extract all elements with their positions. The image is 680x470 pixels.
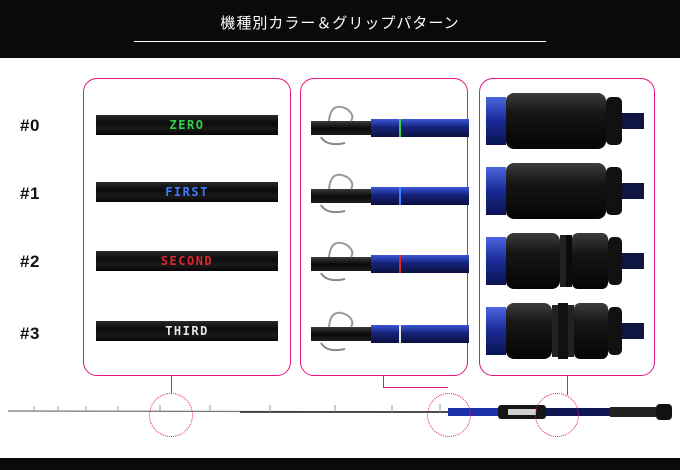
connector-line-guides-v — [383, 376, 385, 387]
connector-line-grips — [567, 376, 569, 395]
grip-pattern-panel — [479, 78, 655, 376]
highlight-circle-guides — [427, 393, 471, 437]
row-label-3: #3 — [20, 324, 40, 343]
row-label-0: #0 — [20, 116, 40, 135]
blank-0: ZERO — [96, 115, 278, 135]
page-title: 機種別カラー＆グリップパターン — [220, 15, 460, 32]
connector-line-guides-h — [383, 387, 448, 389]
model-name-2: SECOND — [160, 254, 214, 268]
guide-illustrations — [311, 105, 469, 352]
blank-2: SECOND — [96, 251, 278, 271]
grip-illustrations — [486, 93, 644, 359]
blank-3: THIRD — [96, 321, 278, 341]
footer-bar — [0, 458, 680, 470]
model-name-panel: ZERO FIRST SECOND THIRD — [83, 78, 291, 376]
title-underline — [134, 41, 546, 42]
blank-1: FIRST — [96, 182, 278, 202]
row-label-1: #1 — [20, 184, 40, 203]
row-label-2: #2 — [20, 252, 40, 271]
model-name-1: FIRST — [165, 185, 209, 199]
model-name-0: ZERO — [169, 118, 205, 132]
highlight-circle-names — [149, 393, 193, 437]
guide-detail-panel — [300, 78, 469, 376]
connector-line-names — [171, 376, 173, 393]
header-bar: 機種別カラー＆グリップパターン — [0, 0, 680, 58]
model-name-3: THIRD — [165, 324, 209, 338]
highlight-circle-grips — [535, 393, 579, 437]
